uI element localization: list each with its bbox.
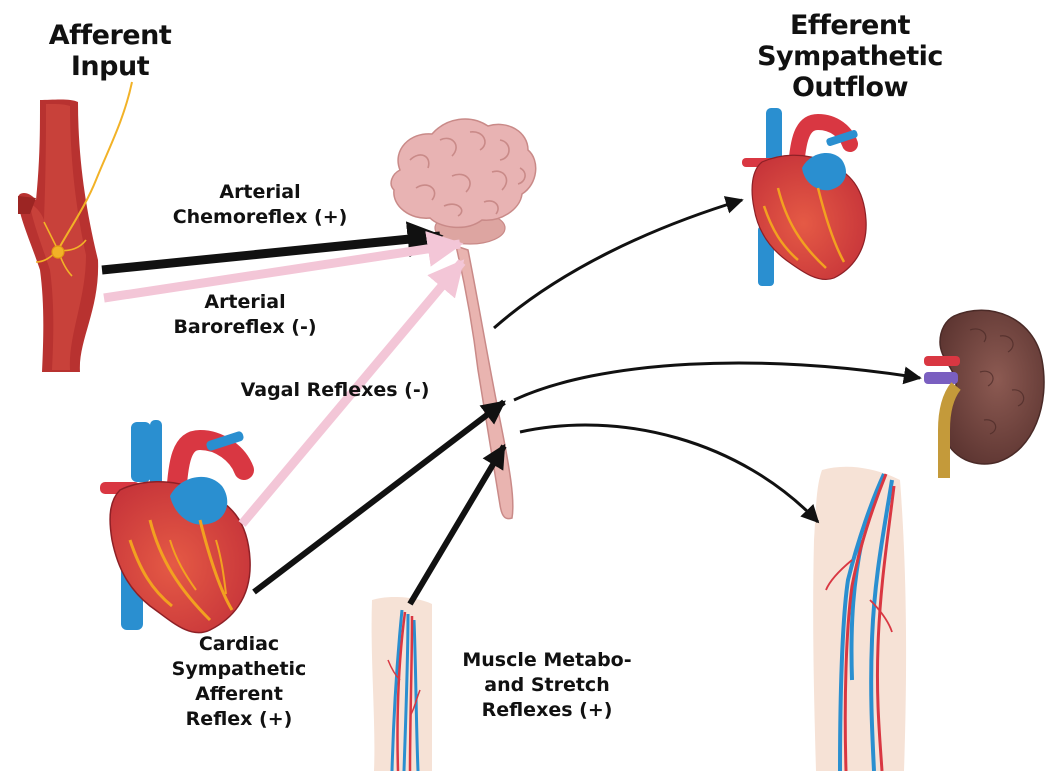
efferent-leg-arrow [520, 425, 818, 522]
cardiac-afferent-arrow [254, 402, 504, 592]
heart-efferent-illustration [742, 108, 866, 286]
heart-afferent-illustration [100, 420, 250, 633]
muscle-reflexes-label: Muscle Metabo- and Stretch Reflexes (+) [442, 648, 652, 723]
efferent-kidney-arrow [514, 363, 920, 400]
muscle-afferent-arrow [410, 446, 504, 604]
cardiac-afferent-label: Cardiac Sympathetic Afferent Reflex (+) [164, 632, 314, 732]
vagal-reflexes-label: Vagal Reflexes (-) [230, 378, 440, 403]
leg-muscle-illustration [372, 597, 432, 771]
kidney-illustration [924, 310, 1044, 478]
efferent-outflow-heading: Efferent Sympathetic Outflow [750, 10, 950, 103]
leg-target-illustration [813, 467, 906, 771]
carotid-artery-illustration [18, 82, 132, 372]
efferent-heart-arrow [494, 200, 742, 328]
baroreflex-label: Arterial Baroreflex (-) [150, 290, 340, 340]
afferent-input-heading: Afferent Input [36, 20, 184, 82]
chemoreflex-label: Arterial Chemoreflex (+) [160, 180, 360, 230]
